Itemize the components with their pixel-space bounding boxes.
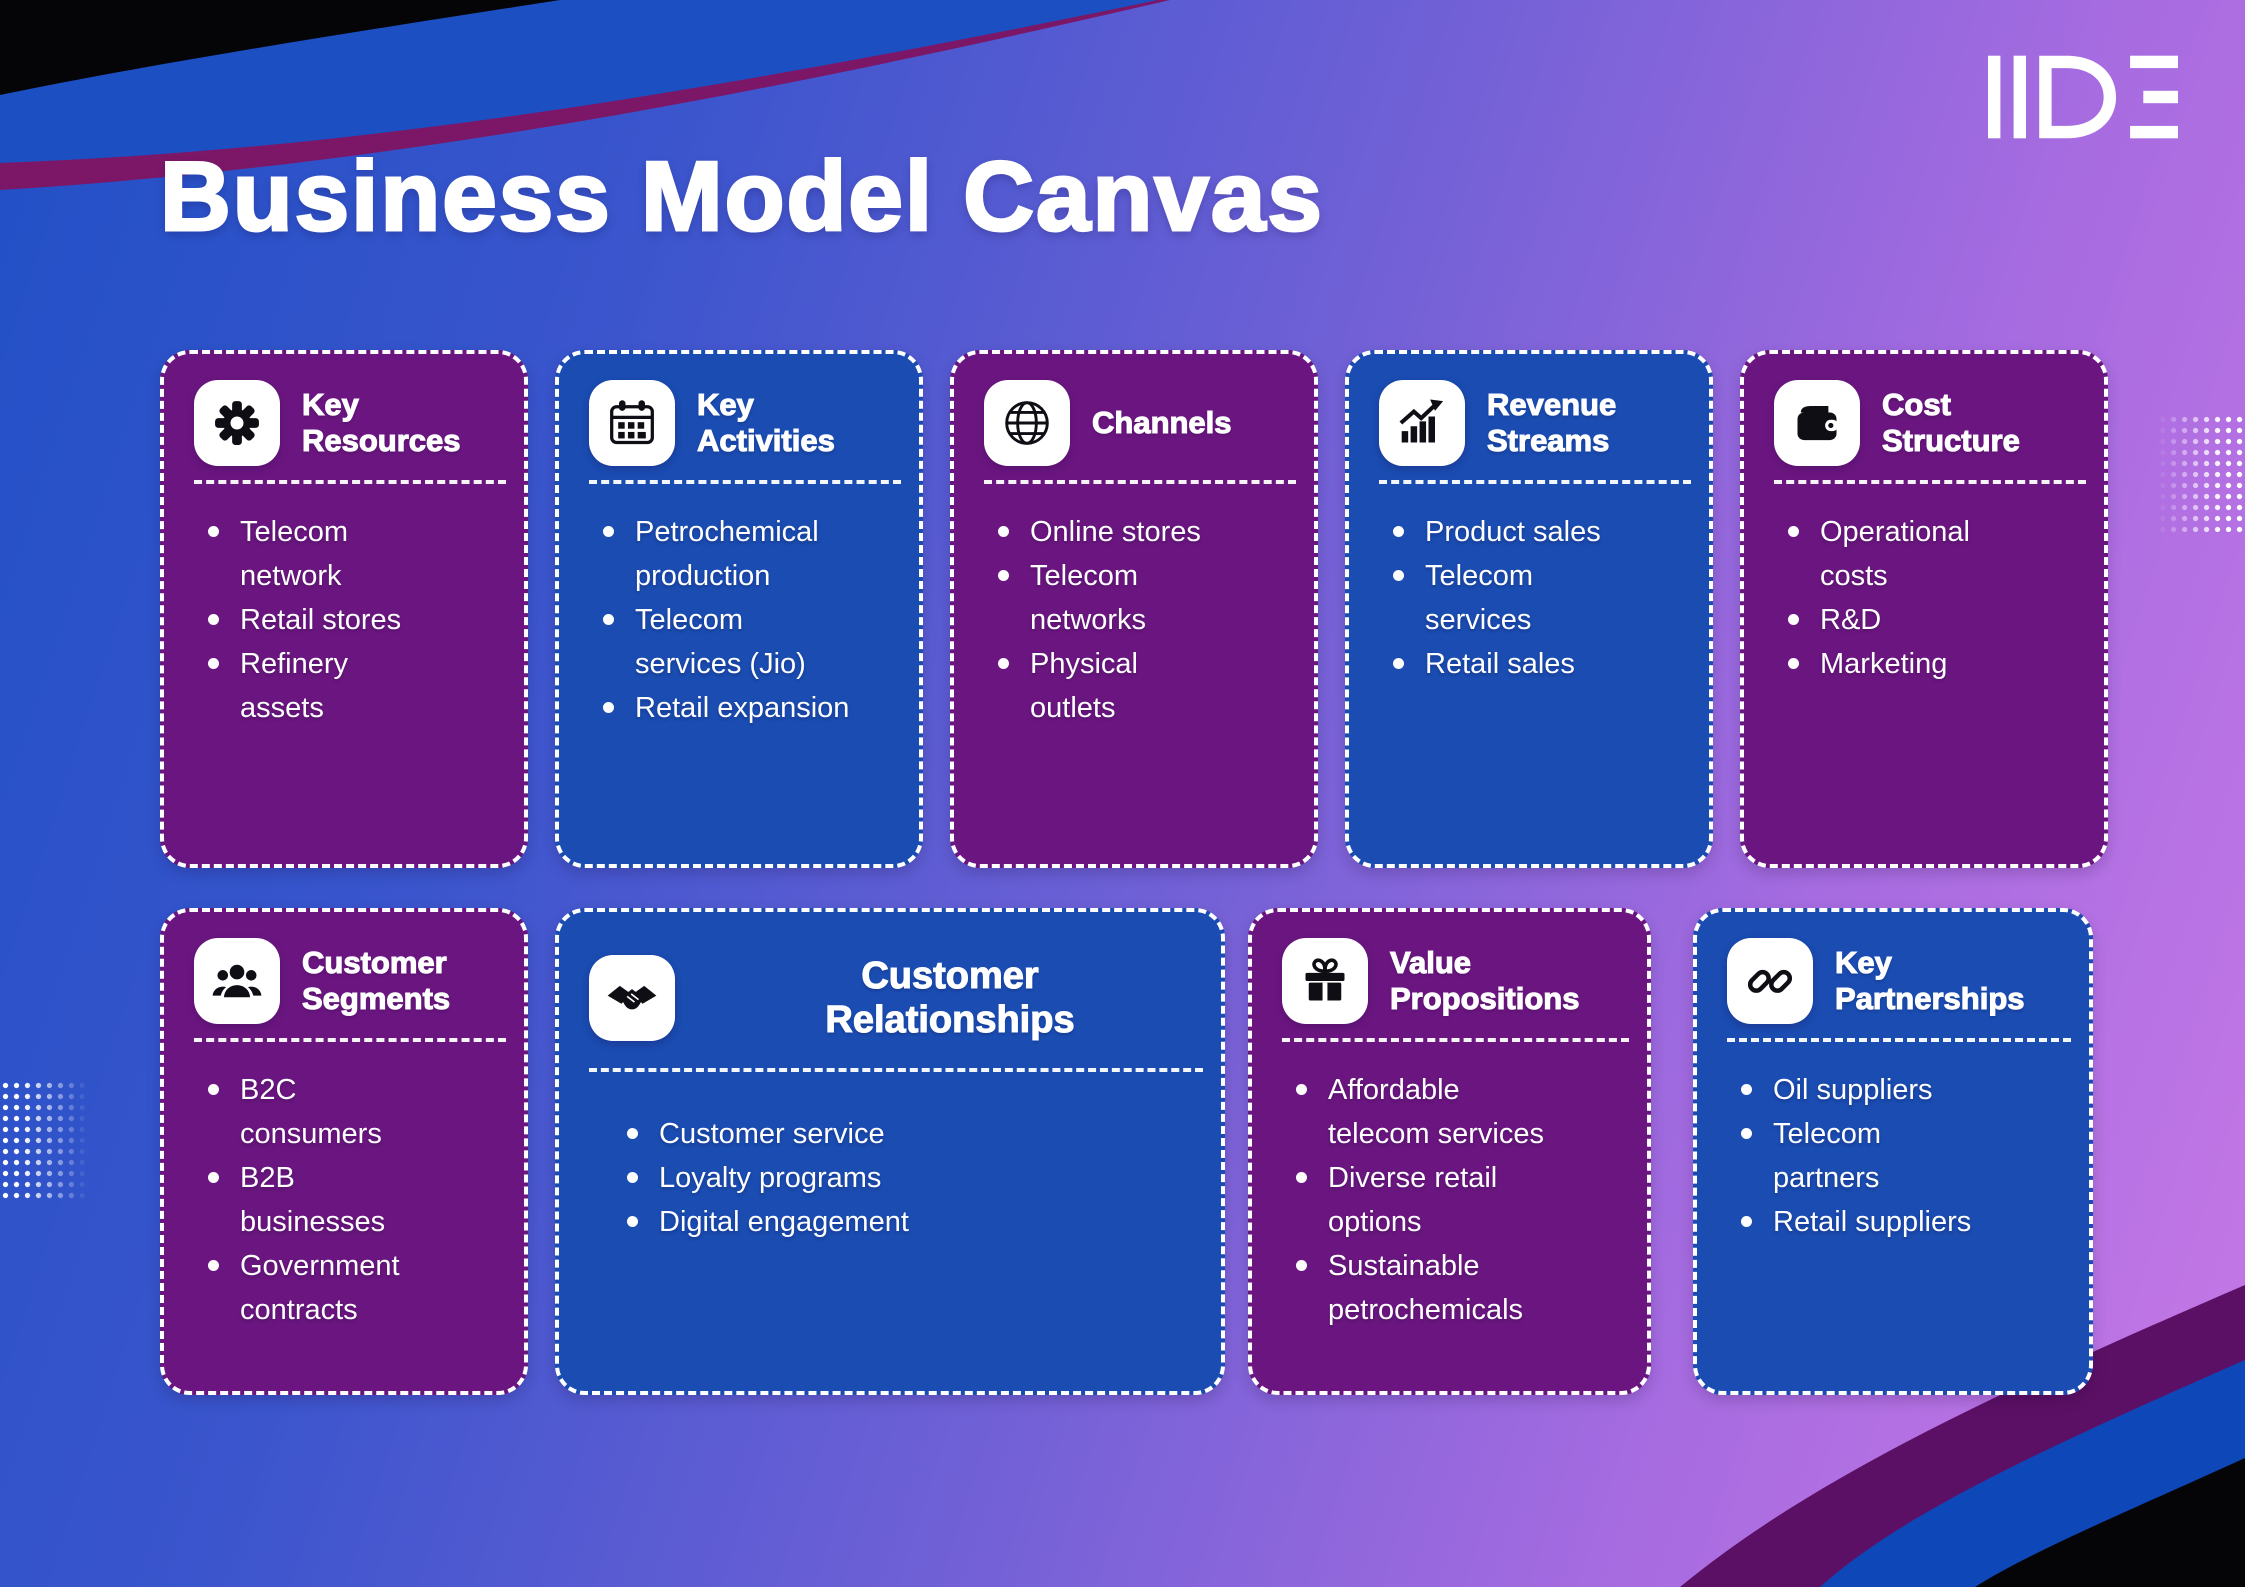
bullet-list: Telecom network Retail stores Refinery a… [194,510,506,730]
halftone-dots-right [2157,414,2245,532]
bullet-item: Telecom services [1393,554,1625,642]
bullet-item: Online stores [998,510,1215,554]
dashed-separator [194,1038,506,1042]
gear-icon [194,380,280,466]
dashed-separator [194,480,506,484]
card-revenue-streams: Revenue Streams Product sales Telecom se… [1345,350,1713,868]
bullet-item: Digital engagement [627,1200,1203,1244]
dashed-separator [1774,480,2086,484]
bullet-list: Customer service Loyalty programs Digita… [589,1112,1203,1244]
card-title: Key Activities [696,386,835,458]
dashed-separator [1379,480,1691,484]
bullet-item: Telecom services (Jio) [603,598,855,686]
card-title: Key Partnerships [1834,944,2025,1016]
card-header: Customer Segments [194,938,506,1024]
bullet-item: Operational costs [1788,510,2025,598]
dashed-separator [1282,1038,1629,1042]
growth-chart-icon [1379,380,1465,466]
bullet-item: Physical outlets [998,642,1215,730]
bullet-list: Petrochemical production Telecom service… [589,510,901,730]
card-customer-relationships: Customer Relationships Customer service … [555,908,1225,1395]
bullet-item: B2B businesses [208,1156,430,1244]
bullet-item: Customer service [627,1112,1203,1156]
page-title: Business Model Canvas [159,140,1324,253]
card-title: Key Resources [301,386,461,458]
link-icon [1727,938,1813,1024]
bullet-list: Online stores Telecom networks Physical … [984,510,1296,730]
card-title: Customer Segments [301,944,451,1016]
bullet-item: Telecom network [208,510,420,598]
card-title: Cost Structure [1881,386,2020,458]
card-title: Channels [1091,404,1232,441]
bullet-item: Marketing [1788,642,2025,686]
bullet-item: Refinery assets [208,642,420,730]
bullet-list: Oil suppliers Telecom partners Retail su… [1727,1068,2071,1244]
iide-logo-icon [1988,55,2178,139]
bullet-item: Diverse retail options [1296,1156,1556,1244]
globe-icon [984,380,1070,466]
bullet-item: Loyalty programs [627,1156,1203,1200]
card-customer-segments: Customer Segments B2C consumers B2B busi… [160,908,528,1395]
bullet-item: Government contracts [208,1244,430,1332]
bullet-item: R&D [1788,598,2025,642]
halftone-dots-left [0,1080,88,1200]
bullet-item: Product sales [1393,510,1625,554]
card-key-partnerships: Key Partnerships Oil suppliers Telecom p… [1693,908,2093,1395]
bullet-item: Sustainable petrochemicals [1296,1244,1556,1332]
bullet-list: Product sales Telecom services Retail sa… [1379,510,1691,686]
bullet-item: B2C consumers [208,1068,430,1156]
card-header: Revenue Streams [1379,380,1691,466]
handshake-icon [589,955,675,1042]
card-header: Key Activities [589,380,901,466]
calendar-icon [589,380,675,466]
users-icon [194,938,280,1024]
card-header: Customer Relationships [589,954,1203,1042]
card-cost-structure: Cost Structure Operational costs R&D Mar… [1740,350,2108,868]
card-header: Key Partnerships [1727,938,2071,1024]
card-key-activities: Key Activities Petrochemical production … [555,350,923,868]
bullet-item: Telecom partners [1741,1112,1983,1200]
card-header: Cost Structure [1774,380,2086,466]
iide-logo [1988,50,2178,149]
card-title: Revenue Streams [1486,386,1617,458]
bullet-item: Oil suppliers [1741,1068,1983,1112]
bullet-item: Affordable telecom services [1296,1068,1556,1156]
bullet-item: Retail stores [208,598,420,642]
bullet-item: Telecom networks [998,554,1215,642]
card-value-propositions: Value Propositions Affordable telecom se… [1248,908,1651,1395]
card-title: Value Propositions [1389,944,1580,1016]
bullet-item: Retail suppliers [1741,1200,1983,1244]
bullet-item: Retail sales [1393,642,1625,686]
card-channels: Channels Online stores Telecom networks … [950,350,1318,868]
bullet-list: Operational costs R&D Marketing [1774,510,2086,686]
card-header: Key Resources [194,380,506,466]
bullet-item: Petrochemical production [603,510,855,598]
dashed-separator [589,1068,1203,1073]
card-header: Value Propositions [1282,938,1629,1024]
dashed-separator [984,480,1296,484]
dashed-separator [1727,1038,2071,1042]
bullet-list: B2C consumers B2B businesses Government … [194,1068,506,1332]
card-title: Customer Relationships [825,954,1075,1042]
dashed-separator [589,480,901,484]
card-key-resources: Key Resources Telecom network Retail sto… [160,350,528,868]
card-header: Channels [984,380,1296,466]
wallet-icon [1774,380,1860,466]
bullet-list: Affordable telecom services Diverse reta… [1282,1068,1629,1332]
gift-icon [1282,938,1368,1024]
bullet-item: Retail expansion [603,686,855,730]
